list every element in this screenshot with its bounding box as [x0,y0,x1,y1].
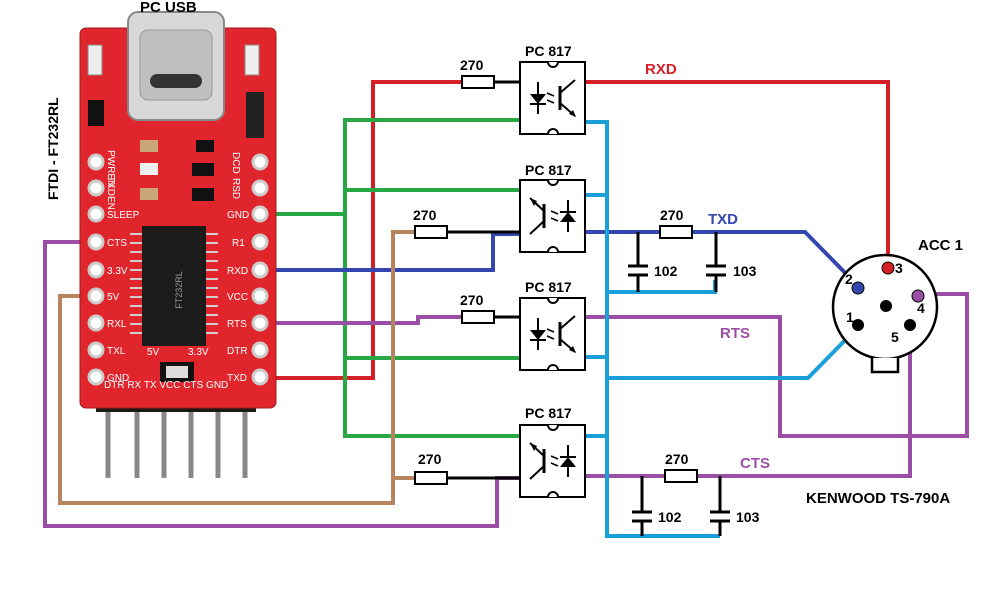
optocoupler-4 [519,424,586,498]
pin-label-5v: 5V [107,292,120,303]
pin-label-pwren: PWREN [105,150,116,187]
resistor-5 [414,471,448,485]
opto-label-1: PC 817 [525,43,572,59]
signal-label-rts: RTS [720,325,750,342]
radio-model-label: KENWOOD TS-790A [806,490,950,507]
signal-label-rxd: RXD [645,61,677,78]
pin-number-2: 2 [845,271,853,287]
jumper-label-3v3: 3.3V [188,347,209,358]
pin-number-1: 1 [846,309,854,325]
acc1-pin-labels: 1 2 3 4 5 [845,260,925,345]
wire-cyan-radio [607,323,862,380]
wire-purple-rts-out [585,292,969,438]
din-pin-1 [852,319,864,331]
resistors [414,75,698,485]
right-pads [251,153,269,386]
pin-label-vcc: VCC [227,292,248,303]
resistor-1 [461,75,495,89]
wire-red-txd [272,80,462,380]
pin-label-gnd-left: GND [107,373,129,384]
pin-label-txden: TXDEN [105,176,116,210]
wire-green-gnd [272,118,520,216]
capacitor-labels: 102 103 102 103 [654,263,760,525]
resistor-label-1: 270 [460,57,484,73]
pin-label-r1: R1 [232,238,245,249]
pin-label-dtr: DTR [227,346,248,357]
cap-label-103-top: 103 [733,263,757,279]
pin-label-rsd: RSD [230,178,241,199]
header-labels: DTR RX TX VCC CTS GND [104,380,228,391]
left-pads [87,153,105,386]
pin-number-4: 4 [917,300,925,316]
pin-label-3v3: 3.3V [107,266,128,277]
pin-label-dcd: DCD [230,152,241,174]
connector-title: ACC 1 [918,237,963,254]
jumper-label-5v: 5V [147,347,160,358]
chip-marking: FT232RL [174,271,184,309]
black-leads [447,80,722,536]
din-pin-5 [904,319,916,331]
opto-label-2: PC 817 [525,162,572,178]
opto-labels: PC 817 PC 817 PC 817 PC 817 [525,43,572,421]
wire-purple-cts-out-2 [697,330,912,478]
opto-label-3: PC 817 [525,279,572,295]
pin-label-rxl: RXL [107,319,127,330]
resistor-3 [659,225,693,239]
pin-number-5: 5 [891,329,899,345]
pin-label-rts: RTS [227,319,247,330]
pin-label-sleep: SLEEP [107,210,140,221]
optocoupler-2 [519,179,586,253]
resistor-6 [664,469,698,483]
wire-cyan-c2 [607,280,717,294]
wire-purple-rts [272,315,462,325]
ftdi-board: FT232RL 5V 3.3V DTR RX TX VCC CTS GND PW… [79,11,277,478]
left-pin-labels: PWREN TXDEN SLEEP CTS 3.3V 5V RXL TXL GN… [105,150,140,384]
usb-label: PC USB [140,0,197,16]
optocoupler-1 [519,61,586,135]
resistor-label-5: 270 [418,451,442,467]
resistor-labels: 270 270 270 270 270 270 [413,57,689,467]
ft232-chip [142,226,206,346]
pin-number-3: 3 [895,260,903,276]
pin-label-rxd: RXD [227,266,248,277]
right-pin-labels: DCD RSD GND R1 RXD VCC RTS DTR TXD [227,152,249,384]
capacitors [628,264,730,523]
opto-label-4: PC 817 [525,405,572,421]
din-pin-3 [881,261,895,275]
wire-red-rxd-out [585,80,890,264]
resistor-label-2: 270 [413,207,437,223]
pin-label-txd: TXD [227,373,247,384]
resistor-label-3: 270 [660,207,684,223]
cap-label-102-bottom: 102 [658,509,682,525]
wire-blue-rxd [272,232,520,272]
din-pin-center [880,300,892,312]
wire-blue-txd-2 [692,230,862,290]
wire-cyan-common [585,120,720,538]
pin-label-txl: TXL [107,346,126,357]
signal-label-txd: TXD [708,211,738,228]
cap-label-102-top: 102 [654,263,678,279]
header-pins [105,400,248,478]
pin-label-gnd-right: GND [227,210,249,221]
din-pin-4 [911,289,925,303]
cap-label-103-bottom: 103 [736,509,760,525]
resistor-label-4: 270 [460,292,484,308]
wire-brown-5v [58,230,415,505]
resistor-2 [414,225,448,239]
acc1-connector [831,253,939,374]
wire-green-gnd-4 [343,358,520,438]
din-pin-2 [851,281,865,295]
wires [43,80,969,538]
board-side-label: FTDI - FT232RL [45,97,61,200]
pin-label-cts: CTS [107,238,127,249]
signal-label-cts: CTS [740,455,770,472]
optocoupler-3 [519,297,586,371]
resistor-label-6: 270 [665,451,689,467]
resistor-4 [461,310,495,324]
